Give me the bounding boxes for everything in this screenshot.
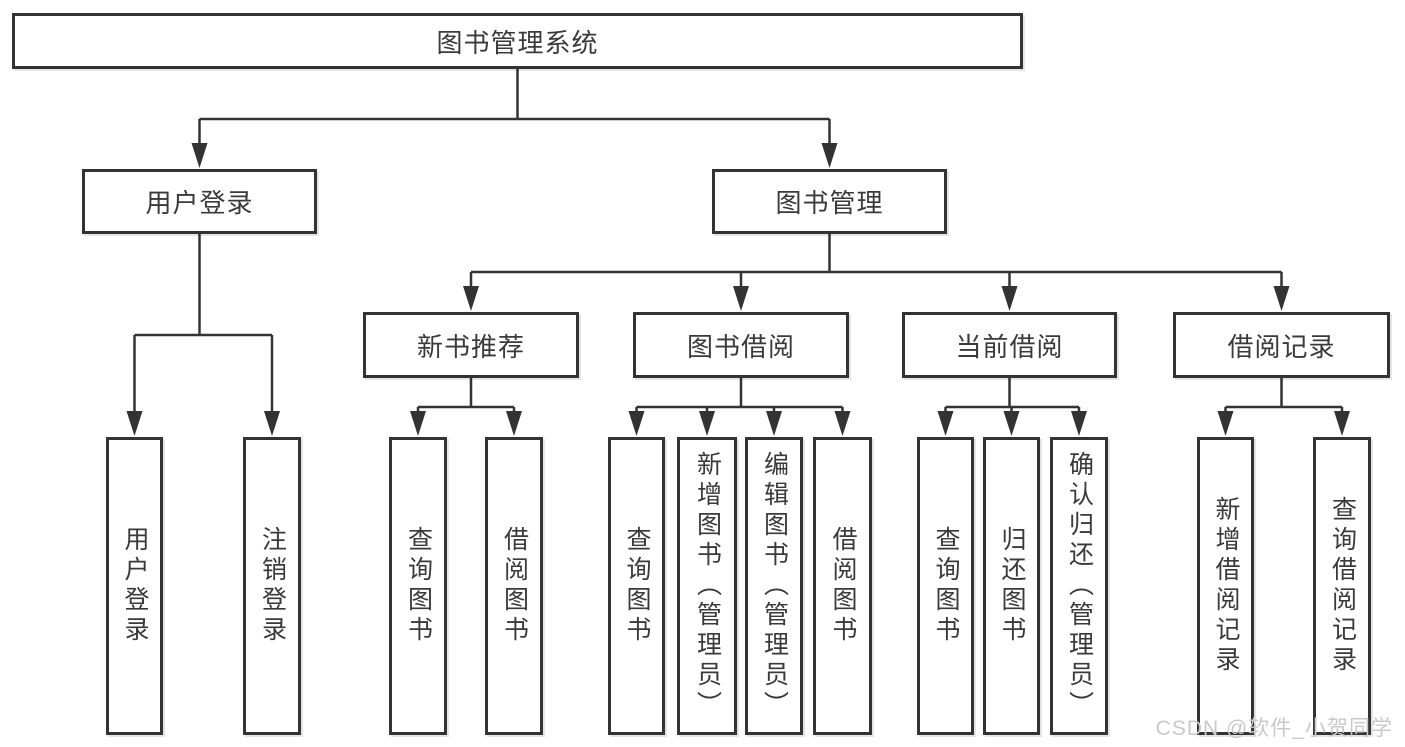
node-add-borrow-record: 新增借阅记录 [1197,437,1254,735]
node-borrow-books-borrowing: 借阅图书 [813,437,872,735]
node-new-book-recommend: 新书推荐 [363,312,579,378]
node-return-book: 归还图书 [983,437,1040,735]
node-query-books-current: 查询图书 [917,437,974,735]
node-library-system: 图书管理系统 [12,13,1023,69]
node-query-books-recommend: 查询图书 [389,437,447,735]
node-logout-leaf: 注销登录 [243,437,301,735]
node-book-management: 图书管理 [712,169,947,234]
connector-stems [133,69,1344,413]
connector-arrows [126,143,1350,436]
node-user-login-leaf: 用户登录 [106,437,163,735]
node-confirm-return-admin: 确认归还（管理员） [1050,437,1108,735]
node-current-borrowing: 当前借阅 [902,312,1117,378]
node-borrow-records: 借阅记录 [1173,312,1390,378]
node-query-books-borrowing: 查询图书 [608,437,665,735]
watermark: CSDN @软件_小贺同学 [1155,717,1393,740]
node-book-borrowing: 图书借阅 [633,312,849,378]
node-edit-book-admin: 编辑图书（管理员） [745,437,803,735]
node-add-book-admin: 新增图书（管理员） [677,437,737,735]
node-borrow-books-recommend: 借阅图书 [485,437,543,735]
node-user-login: 用户登录 [82,169,317,234]
node-query-borrow-record: 查询借阅记录 [1313,437,1371,735]
